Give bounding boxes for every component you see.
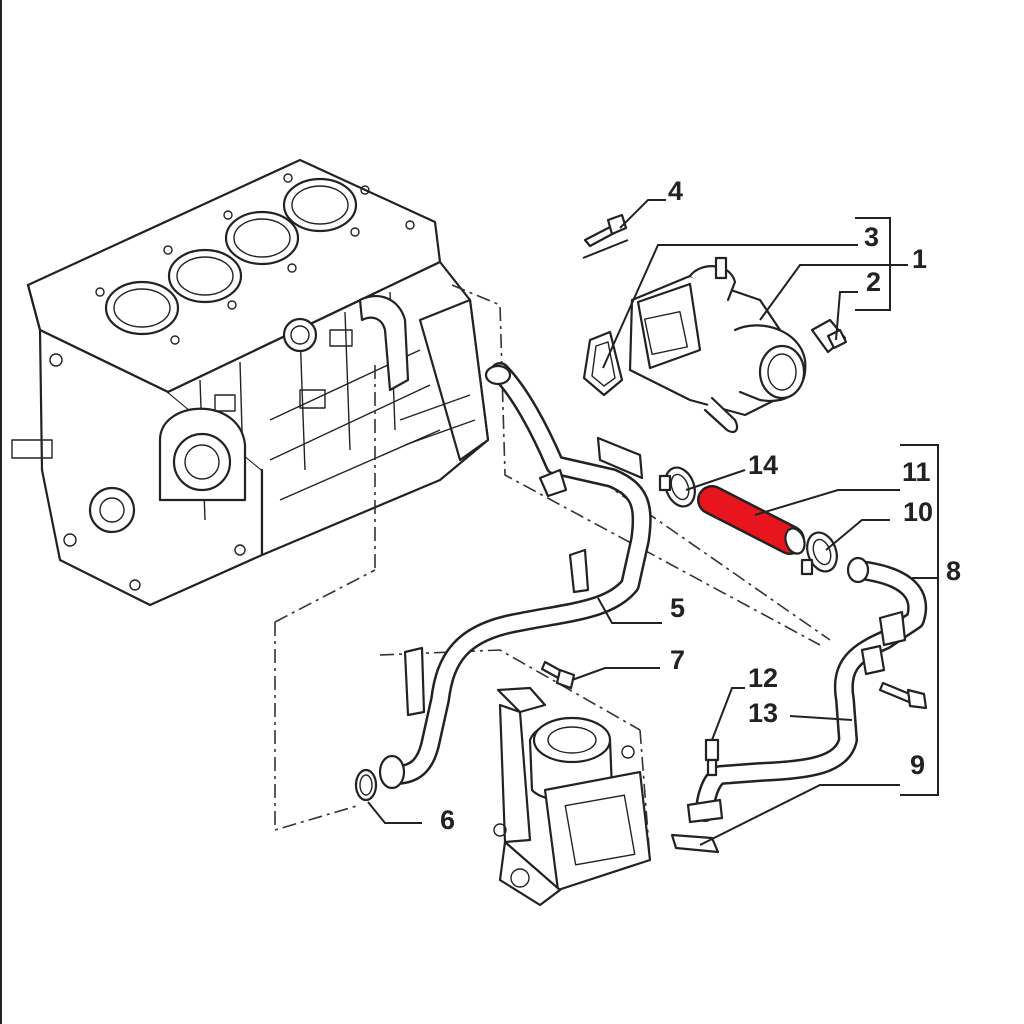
callout-6: 6 — [440, 805, 455, 835]
part-11-coolant-hose — [697, 485, 806, 555]
part-2-temperature-sensor — [810, 318, 848, 354]
part-7-bolt — [540, 660, 576, 690]
callout-labels: 4 3 1 2 14 11 10 8 5 7 12 13 9 6 — [440, 176, 961, 835]
part-3-gasket — [582, 330, 624, 397]
oil-filter-housing — [493, 686, 652, 907]
callout-9: 9 — [910, 750, 925, 780]
callout-4: 4 — [668, 176, 683, 206]
part-9-gasket — [670, 833, 720, 854]
part-12-stud — [704, 738, 720, 777]
engine-block — [11, 158, 490, 607]
callout-14: 14 — [748, 450, 778, 480]
callout-7: 7 — [670, 645, 685, 675]
callout-5: 5 — [670, 593, 685, 623]
part-14-hose-clamp — [658, 466, 696, 508]
part-1-thermostat-housing — [628, 256, 807, 434]
callout-10: 10 — [903, 497, 933, 527]
callout-11: 11 — [902, 457, 931, 487]
part-6-o-ring — [354, 768, 378, 802]
part-8-return-pipe — [686, 556, 928, 824]
callout-3: 3 — [864, 222, 879, 252]
callout-2: 2 — [866, 267, 881, 297]
part-5-coolant-pipe — [378, 362, 652, 790]
part-4-bolt — [583, 213, 628, 248]
callout-13: 13 — [748, 698, 778, 728]
callout-12: 12 — [748, 663, 778, 693]
leader-lines — [367, 199, 939, 846]
left-border — [0, 0, 2, 1024]
callout-8: 8 — [946, 556, 961, 586]
part-10-hose-clamp — [800, 531, 838, 576]
callout-1: 1 — [912, 244, 927, 274]
part-13-bolt — [878, 681, 928, 710]
